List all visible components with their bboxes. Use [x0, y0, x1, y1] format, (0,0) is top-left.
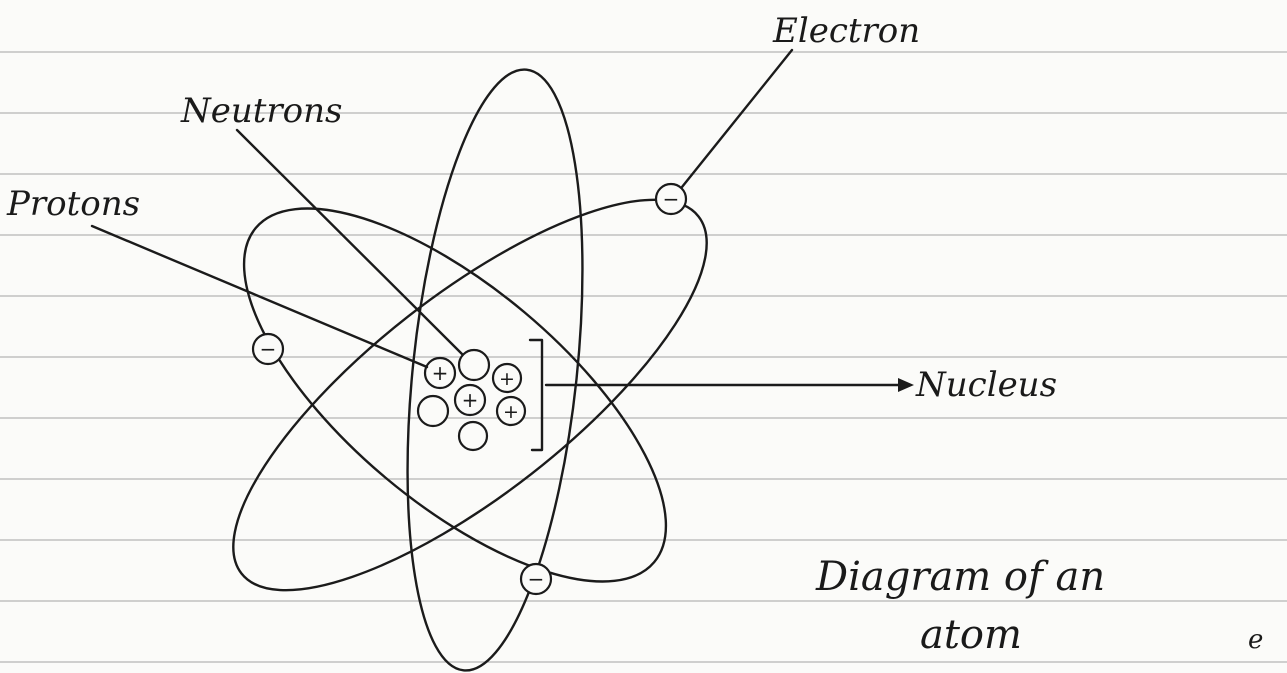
protons-label: Protons — [6, 184, 140, 224]
minus-sign: − — [260, 337, 277, 361]
caption-line-1: Diagram of an — [815, 554, 1105, 600]
caption-line-2: atom — [920, 612, 1022, 658]
electron-leader — [682, 50, 792, 187]
neutrons-leader — [237, 130, 462, 354]
nucleus: + + + + — [418, 350, 525, 450]
plus-sign: + — [432, 361, 449, 385]
neutron-particle — [459, 350, 489, 380]
labels: Electron Neutrons Protons Nucleus Diagra… — [6, 11, 1263, 658]
electron-label: Electron — [772, 11, 920, 51]
minus-sign: − — [528, 567, 545, 591]
vertical-orbit — [382, 61, 608, 673]
neutron-particle — [418, 396, 448, 426]
plus-sign: + — [462, 388, 479, 412]
minus-sign: − — [663, 187, 680, 211]
margin-mark: e — [1248, 625, 1263, 655]
arrow-head-icon — [898, 378, 914, 392]
neutron-particle — [459, 422, 487, 450]
nucleus-label: Nucleus — [915, 365, 1057, 405]
plus-sign: + — [503, 401, 519, 423]
plus-sign: + — [499, 368, 515, 390]
neutrons-label: Neutrons — [180, 91, 343, 131]
